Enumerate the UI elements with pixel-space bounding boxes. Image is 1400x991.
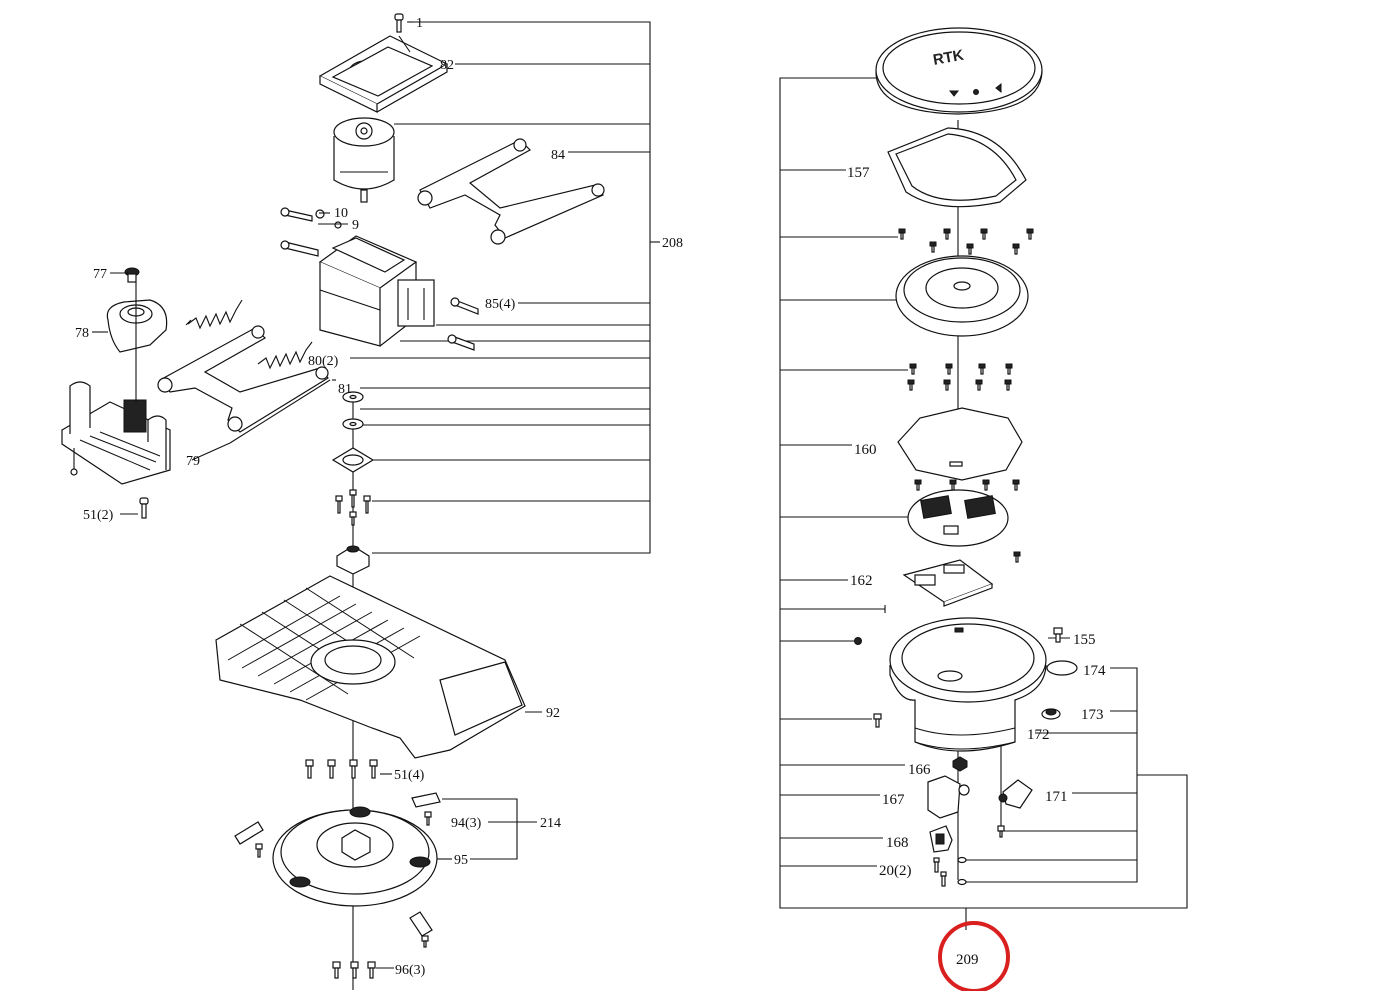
blade-94-part [234,792,441,858]
bracket-167-part [927,775,970,819]
cover-plate-82-part [318,35,449,113]
swing-arm-upper-part [417,138,605,245]
gasket-157-part [887,127,1027,208]
label-77: 77 [93,267,107,282]
label-85: 85(4) [485,297,516,312]
label-171: 171 [1045,789,1068,805]
highlight-circle [938,921,1010,991]
spring-upper-part [185,299,243,330]
cap-173-part [1041,708,1061,720]
label-96: 96(3) [395,963,426,978]
label-160: 160 [854,442,877,458]
label-172: 172 [1027,727,1050,743]
label-155: 155 [1073,632,1096,648]
label-209: 209 [956,952,979,968]
screws-20-part [933,856,967,887]
label-94: 94(3) [451,816,482,831]
round-pcb-part [907,489,1009,547]
part-166 [952,756,968,772]
label-84: 84 [551,148,565,163]
label-10: 10 [334,206,348,221]
label-173: 173 [1081,707,1104,723]
gear-77-part [124,267,140,283]
pin-9-part [280,240,319,257]
label-82: 82 [440,58,454,73]
label-51-bottom: 51(4) [394,768,425,783]
base-block-part [61,282,171,485]
sensor-171-part [997,779,1033,838]
motor-housing-part [318,235,435,347]
housing-172-part [889,617,1047,752]
label-214: 214 [540,816,561,831]
screws-row-1-part [898,228,1034,255]
label-168: 168 [886,835,909,851]
right-assembly: RTK [779,27,1188,930]
plate-160-part [897,407,1023,481]
label-208: 208 [662,236,683,251]
label-51-left: 51(2) [83,508,114,523]
spring-lower-part [257,341,313,370]
swing-arm-lower-part [157,325,329,433]
left-assembly [61,13,660,990]
label-20: 20(2) [879,863,912,879]
nut-part [854,637,862,645]
screws-row-2-part [907,363,1013,391]
screws-trio-part [335,489,371,526]
screws-85-part [447,297,479,351]
washer-part [342,418,364,430]
screws-51-bottom-part [305,759,378,779]
label-174: 174 [1083,663,1106,679]
cam-78-part [106,299,168,353]
screws-row-3-part [914,479,1020,491]
left-labels: 1 82 84 10 9 208 77 78 85(4) 80(2) 81 79… [75,16,683,978]
washer-81-part [342,391,364,403]
label-92: 92 [546,706,560,721]
label-166: 166 [908,762,931,778]
rtk-logo-text: RTK [932,47,965,69]
rtk-antenna-dome-part: RTK [875,27,1043,115]
motor-part [333,117,395,203]
flange-part [331,447,375,473]
label-157: 157 [847,165,870,181]
label-1: 1 [416,16,423,31]
antenna-base-plate-part [895,255,1029,337]
label-78: 78 [75,326,89,341]
label-9: 9 [352,218,359,233]
bracket-168-part [929,825,953,853]
pin-10-part [280,207,342,229]
blade-disk-95-part [272,806,438,907]
label-81: 81 [338,382,352,397]
label-162: 162 [850,573,873,589]
blade-lower-part [409,911,433,948]
screw-housing-part [873,713,882,728]
screw-51-left-part [139,497,149,519]
screw-small-part [1013,551,1021,563]
right-labels: 157 160 162 155 174 173 172 166 167 171 … [847,165,1106,968]
screw-155-part [1053,627,1063,643]
label-79: 79 [186,454,200,469]
label-167: 167 [882,792,905,808]
chassis-92-part [215,575,526,759]
screws-96-part [332,961,376,979]
label-80: 80(2) [308,354,339,369]
hub-nut-part [336,545,370,575]
o-ring-174-part [1046,660,1078,676]
module-162-part [902,559,994,607]
screw-1-part [394,13,404,33]
label-95: 95 [454,853,468,868]
